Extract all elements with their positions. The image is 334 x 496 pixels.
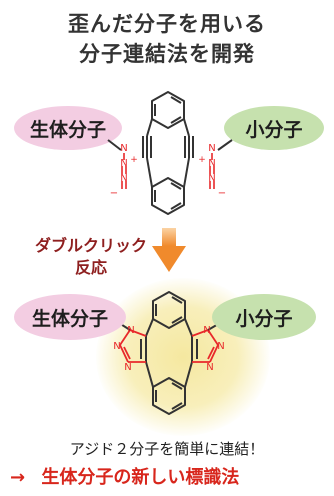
triazole-n-3: N — [124, 362, 131, 373]
result-text: 生体分子の新しい標識法 — [41, 467, 240, 488]
triazole-n-6: N — [206, 362, 213, 373]
result-arrow: → — [10, 467, 26, 488]
title-line-1: 歪んだ分子を用いる — [68, 12, 266, 36]
small-molecule-label-top: 小分子 — [224, 106, 324, 150]
triazole-n-1: N — [127, 325, 134, 336]
reaction-label-line-2: 反応 — [74, 258, 107, 277]
biomolecule-label-bottom: 生体分子 — [14, 294, 126, 340]
triazole-n-5: N — [217, 341, 224, 352]
azide-n-4: N — [208, 143, 215, 154]
strained-alkyne-molecule — [142, 91, 194, 215]
azide-n-1: N — [120, 143, 127, 154]
azide-plus-2: + — [198, 155, 206, 165]
triazole-n-4: N — [203, 325, 210, 336]
triazole-n-2: N — [113, 341, 120, 352]
azide-n-5: N — [208, 158, 215, 169]
azide-n-2: N — [120, 158, 127, 169]
azide-minus: − — [110, 188, 118, 199]
result-line: → 生体分子の新しい標識法 — [10, 463, 330, 489]
azide-minus-2: − — [218, 188, 226, 199]
small-molecule-label-bottom: 小分子 — [212, 294, 316, 340]
azide-n-3: N — [120, 173, 127, 184]
azide-n-6: N — [208, 173, 215, 184]
reaction-arrow — [152, 228, 186, 272]
right-azide: N N + N − — [198, 139, 233, 199]
left-azide: N N + N − — [107, 139, 138, 199]
caption-text: アジド２分子を簡単に連結！ — [69, 440, 265, 458]
title-line-2: 分子連結法を開発 — [79, 42, 255, 66]
reaction-label-line-1: ダブルクリック — [34, 236, 147, 255]
biomolecule-label-top: 生体分子 — [14, 106, 122, 150]
azide-plus: + — [130, 155, 138, 165]
bis-triazole-product — [140, 291, 198, 415]
